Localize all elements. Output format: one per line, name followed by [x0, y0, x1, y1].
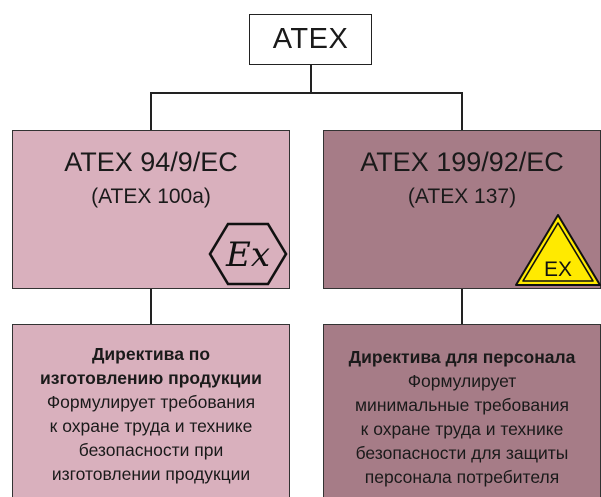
- connector-right-desc: [461, 289, 463, 324]
- right-description-line: персонала потребителя: [364, 467, 560, 487]
- left-directive-box: ATEX 94/9/EC (ATEX 100a) Ex: [12, 130, 290, 289]
- left-subtitle: (ATEX 100a): [91, 185, 211, 208]
- ex-warning-label: EX: [544, 258, 572, 281]
- right-description-heading: Директива для персонала: [348, 347, 576, 367]
- right-subtitle: (ATEX 137): [407, 185, 517, 208]
- connector-left-down: [150, 92, 152, 130]
- right-description-line: Формулирует: [407, 371, 517, 391]
- connector-horizontal: [150, 92, 462, 94]
- ex-warning-triangle-icon: EX: [515, 214, 601, 286]
- right-description-line: минимальные требования: [355, 395, 569, 415]
- left-description-line: безопасности при: [78, 440, 224, 460]
- left-description-line: к охране труда и технике: [49, 416, 253, 436]
- left-description-box: Директива по изготовлению продукции Форм…: [12, 324, 290, 497]
- right-description-box: Директива для персонала Формулирует мини…: [323, 324, 601, 497]
- root-node: ATEX: [249, 14, 372, 65]
- left-description-heading-line1: Директива по: [91, 344, 211, 364]
- ex-hexagon-icon: Ex: [208, 222, 288, 286]
- connector-right-down: [461, 92, 463, 130]
- root-label: ATEX: [272, 23, 349, 55]
- right-directive-box: ATEX 199/92/EC (ATEX 137) EX: [323, 130, 601, 289]
- left-description-heading-line2: изготовлению продукции: [40, 368, 262, 388]
- right-description-line: безопасности для защиты: [355, 443, 569, 463]
- ex-hexagon-label: Ex: [225, 235, 270, 275]
- connector-root-down: [310, 65, 312, 93]
- right-description-line: к охране труда и технике: [360, 419, 564, 439]
- left-description-line: изготовлении продукции: [51, 464, 251, 484]
- left-title: ATEX 94/9/EC: [64, 147, 238, 177]
- right-title: ATEX 199/92/EC: [360, 147, 564, 177]
- connector-left-desc: [150, 289, 152, 324]
- left-description-line: Формулирует требования: [46, 392, 256, 412]
